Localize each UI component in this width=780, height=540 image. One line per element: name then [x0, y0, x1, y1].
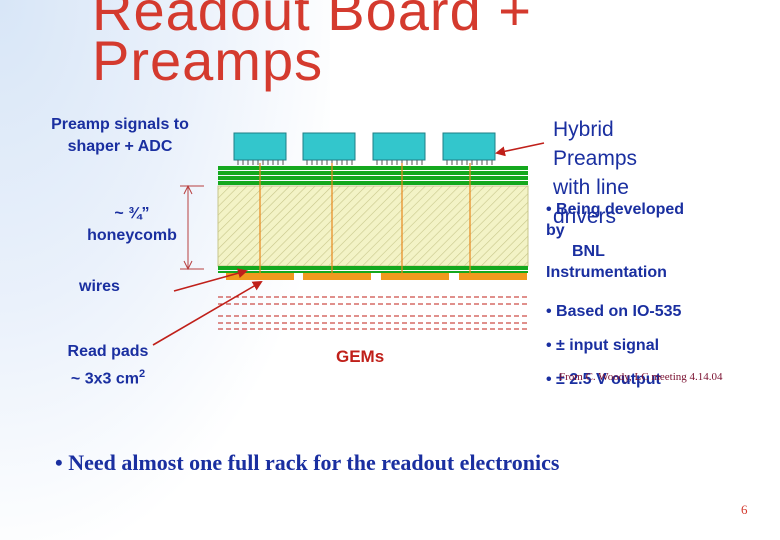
preamp-signals-line2: shaper + ADC: [67, 138, 173, 155]
hybrid-line2: Preamps: [553, 147, 638, 170]
hybrid-line4: drivers: [553, 205, 617, 228]
gem-layers: [218, 296, 528, 330]
bullet-bnl: • Being developed by BNL Instrumentation: [546, 199, 684, 283]
preamp-chip: [233, 132, 287, 165]
bullet-bnl-line1: • Being developed: [546, 201, 685, 218]
read-pads-size: ~ 3x3 cm: [70, 370, 139, 388]
footer-bullet: • Need almost one full rack for the read…: [55, 450, 560, 475]
preamp-chip: [372, 132, 426, 165]
honeycomb-label: ~ ¾” honeycomb: [62, 203, 202, 247]
bottom-readout-board: [218, 266, 528, 273]
honeycomb-thickness: ~ ¾”: [114, 205, 150, 222]
annotation-arrows: [152, 142, 545, 346]
preamp-signals-line1: Preamp signals to: [51, 116, 189, 133]
bullet-bnl-line2: by: [546, 222, 565, 239]
preamp-signals-label: Preamp signals to shaper + ADC: [24, 114, 216, 158]
hybrid-line1: Hybrid: [553, 118, 614, 141]
honeycomb-core: [217, 185, 529, 267]
page-title-line2: Preamps: [92, 29, 324, 92]
preamp-chips: [233, 132, 496, 165]
page-number: 6: [741, 502, 748, 517]
page-title-line1: Readout Board +: [92, 0, 532, 42]
arrow-to-wires: [173, 268, 248, 292]
read-pads: [226, 273, 527, 280]
wires-label: wires: [79, 278, 120, 295]
read-pads-label: Read pads ~ 3x3 cm2: [38, 341, 178, 390]
read-pads-line2: ~ 3x3 cm2: [38, 363, 178, 390]
bullet-bnl-line4: Instrumentation: [546, 264, 667, 281]
arrow-to-read-pads: [152, 280, 263, 346]
page-title: Readout Board + Preamps: [92, 0, 532, 92]
bullet-bnl-line3: BNL: [572, 243, 605, 260]
arrow-to-hybrid-preamps: [495, 142, 545, 157]
read-pads-line1: Read pads: [67, 343, 149, 360]
read-pads-superscript: 2: [138, 368, 146, 380]
bullet-io535: • Based on IO-535: [546, 303, 682, 320]
thickness-dimension: [180, 184, 204, 271]
hybrid-preamps-label: Hybrid Preamps with line drivers: [553, 115, 713, 231]
signal-wires: [259, 163, 471, 274]
preamp-chip: [302, 132, 356, 165]
preamp-chip: [442, 132, 496, 165]
top-readout-board: [218, 166, 528, 185]
gems-label: GEMs: [336, 347, 385, 366]
credit-note: From C. Woody, LC meeting 4.14.04: [559, 371, 723, 383]
bullet-output: • ± 2.5 V output: [546, 371, 661, 388]
hybrid-line3: with line: [553, 176, 629, 199]
bullet-input-signal: • ± input signal: [546, 337, 660, 354]
honeycomb-word: honeycomb: [87, 227, 177, 244]
